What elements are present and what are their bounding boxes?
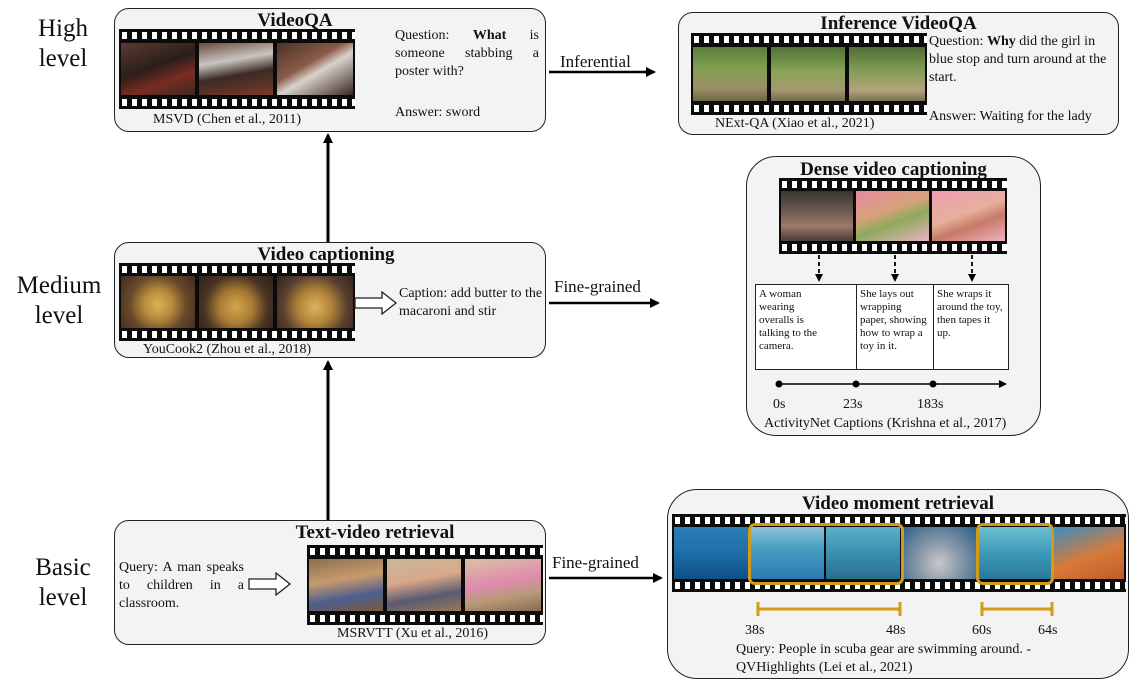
moment-frame-4 bbox=[902, 527, 976, 579]
dense-timestamp-2: 183s bbox=[917, 397, 944, 412]
inference-frame-2 bbox=[771, 47, 845, 101]
dense-caption-box-1: A woman wearing overalls is talking to t… bbox=[755, 284, 857, 370]
videoqa-panel: VideoQA Question: What is someone stabbi… bbox=[114, 8, 546, 132]
video-captioning-citation: YouCook2 (Zhou et al., 2018) bbox=[143, 342, 312, 357]
moment-frame-3 bbox=[826, 527, 900, 579]
dense-timestamp-1: 23s bbox=[843, 397, 863, 412]
moment-highlight-box-1 bbox=[748, 523, 904, 585]
level-label-medium: Medium level bbox=[16, 272, 102, 329]
dense-caption-box-3: She wraps it around the toy, then tapes … bbox=[933, 284, 1009, 370]
captioning-frame-2 bbox=[199, 276, 273, 328]
dense-captioning-citation: ActivityNet Captions (Krishna et al., 20… bbox=[764, 416, 1007, 431]
retrieval-hollow-arrow-icon bbox=[248, 572, 292, 596]
moment-frame-2 bbox=[750, 527, 824, 579]
retrieval-frame-3 bbox=[465, 559, 541, 611]
text-video-retrieval-citation: MSRVTT (Xu et al., 2016) bbox=[337, 626, 489, 641]
moment-query-line-2: QVHighlights (Lei et al., 2021) bbox=[736, 660, 913, 675]
captioning-frame-1 bbox=[121, 276, 195, 328]
videoqa-film-strip bbox=[119, 29, 355, 109]
moment-span-markers bbox=[756, 602, 1054, 616]
dense-frame-2 bbox=[856, 191, 929, 241]
dense-captioning-title: Dense video captioning bbox=[800, 159, 987, 180]
text-video-retrieval-panel: Text-video retrieval Query: A man speaks… bbox=[114, 520, 546, 645]
retrieval-frame-1 bbox=[309, 559, 383, 611]
video-captioning-title: Video captioning bbox=[257, 244, 395, 265]
level-label-basic: Basic level bbox=[35, 554, 91, 611]
captioning-frame-3 bbox=[277, 276, 353, 328]
videoqa-frame-1 bbox=[121, 43, 195, 95]
inference-frame-1 bbox=[693, 47, 767, 101]
moment-query-line-1: Query: People in scuba gear are swimming… bbox=[736, 642, 1032, 657]
video-captioning-caption: Caption: add butter to the macaroni and … bbox=[399, 286, 543, 319]
videoqa-question: Question: What is someone stabbing a pos… bbox=[395, 28, 539, 79]
caption-hollow-arrow-icon bbox=[354, 291, 398, 315]
videoqa-title: VideoQA bbox=[257, 10, 333, 31]
video-captioning-panel: Video captioning Caption: add butter to … bbox=[114, 242, 546, 358]
moment-retrieval-panel: Video moment retrieval 38s 48s 60s 64s Q… bbox=[667, 489, 1129, 679]
arrow-label-fine-grained-basic: Fine-grained bbox=[552, 553, 639, 572]
videoqa-frame-2 bbox=[199, 43, 273, 95]
moment-frame-1 bbox=[674, 527, 748, 579]
moment-highlight-box-2 bbox=[976, 523, 1054, 585]
dense-captioning-panel: Dense video captioning A woman wearing o… bbox=[746, 156, 1041, 436]
level-label-high: High level bbox=[38, 15, 88, 72]
dense-caption-box-2: She lays out wrapping paper, showing how… bbox=[856, 284, 934, 370]
video-captioning-film-strip bbox=[119, 263, 355, 341]
retrieval-frame-2 bbox=[387, 559, 461, 611]
dense-timestamp-0: 0s bbox=[773, 397, 786, 412]
videoqa-frame-3 bbox=[277, 43, 353, 95]
text-video-retrieval-query: Query: A man speaks to children in a cla… bbox=[119, 560, 244, 611]
text-video-retrieval-film-strip bbox=[307, 545, 543, 625]
dense-timeline bbox=[775, 380, 1007, 388]
moment-span1-end: 48s bbox=[886, 623, 906, 638]
dense-frame-3 bbox=[932, 191, 1005, 241]
videoqa-answer: Answer: sword bbox=[395, 105, 481, 120]
moment-frame-6 bbox=[1054, 527, 1124, 579]
inference-videoqa-panel: Inference VideoQA Question: Why did the … bbox=[678, 12, 1119, 135]
text-video-retrieval-title: Text-video retrieval bbox=[295, 522, 455, 543]
moment-span2-start: 60s bbox=[972, 623, 992, 638]
inference-videoqa-citation: NExt-QA (Xiao et al., 2021) bbox=[715, 116, 875, 131]
inference-videoqa-title: Inference VideoQA bbox=[820, 13, 977, 34]
moment-frame-5 bbox=[978, 527, 1052, 579]
arrow-label-fine-grained-medium: Fine-grained bbox=[554, 277, 641, 296]
arrow-label-inferential: Inferential bbox=[560, 52, 631, 71]
inference-frame-3 bbox=[849, 47, 925, 101]
inference-videoqa-answer: Answer: Waiting for the lady bbox=[929, 109, 1092, 124]
moment-span1-start: 38s bbox=[745, 623, 765, 638]
moment-span2-end: 64s bbox=[1038, 623, 1058, 638]
moment-retrieval-query: Query: People in scuba gear are swimming… bbox=[736, 641, 1126, 677]
dense-frame-1 bbox=[781, 191, 853, 241]
moment-retrieval-title: Video moment retrieval bbox=[801, 493, 995, 514]
dense-captioning-film-strip bbox=[779, 178, 1007, 254]
inference-videoqa-question: Question: Why did the girl in blue stop … bbox=[929, 34, 1107, 85]
inference-videoqa-film-strip bbox=[691, 33, 927, 115]
videoqa-citation: MSVD (Chen et al., 2011) bbox=[153, 112, 302, 127]
